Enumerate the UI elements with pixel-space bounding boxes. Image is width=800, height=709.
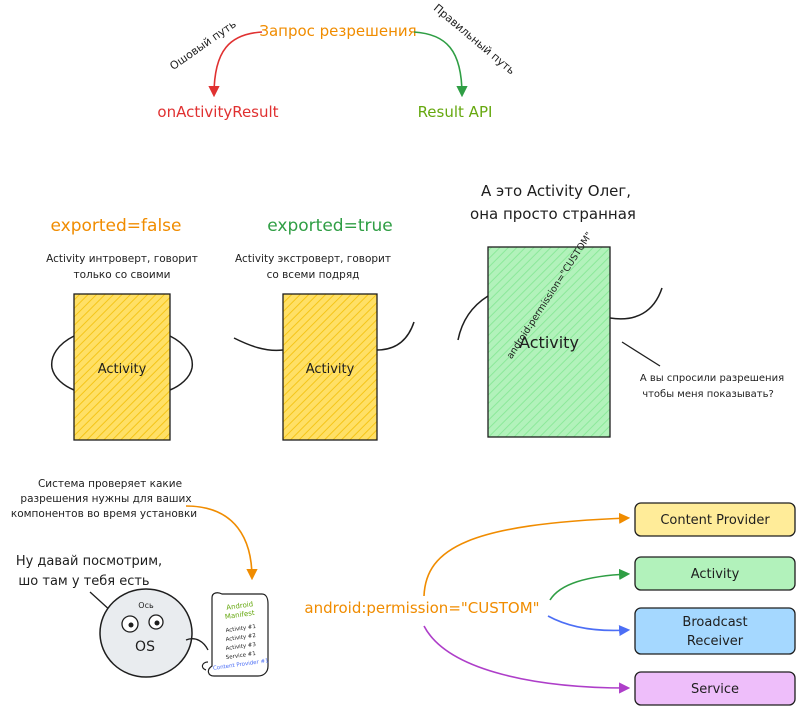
extrovert-caption-line2: со всеми подряд: [267, 269, 360, 281]
broadcast-receiver-box: [634, 607, 796, 655]
bottom-permission-label: android:permission="CUSTOM": [304, 599, 539, 617]
activity-component-box: [634, 556, 796, 591]
oleg-activity-box: [487, 246, 611, 438]
oleg-left-arm: [457, 295, 489, 341]
os-left-pupil: [128, 622, 134, 628]
introvert-activity-label: Activity: [98, 362, 147, 377]
wrong-path-arrow: [208, 31, 263, 98]
exported-false-title: exported=false: [50, 216, 181, 236]
introvert-caption-line2: только со своими: [73, 269, 170, 281]
extrovert-right-arm: [376, 321, 415, 351]
arrow-to-broadcast: [547, 615, 631, 637]
system-to-manifest-arrow: [185, 505, 258, 581]
exported-true-title: exported=true: [267, 216, 392, 236]
oleg-question-line2: чтобы меня показывать?: [642, 389, 774, 400]
system-text-line3: компонентов во время установки: [11, 508, 197, 520]
content-provider-label: Content Provider: [660, 513, 770, 528]
oleg-speech-line: [621, 341, 661, 367]
oleg-activity-label: Activity: [519, 333, 579, 352]
os-speech-line2: шо там у тебя есть: [18, 574, 149, 589]
oleg-question-line1: А вы спросили разрешения: [640, 373, 784, 384]
os-speech-line1: Ну давай посмотрим,: [16, 554, 162, 569]
extrovert-left-arm: [233, 337, 284, 352]
manifest-item: Activity #2: [225, 633, 256, 643]
extrovert-caption-line1: Activity экстроверт, говорит: [235, 253, 391, 265]
right-path-arrow: [413, 31, 468, 98]
right-path-label: Правильный путь: [431, 1, 518, 77]
service-box: [634, 671, 796, 706]
introvert-right-arm: [169, 335, 194, 391]
request-title: Запрос резрешения: [259, 22, 416, 40]
arrow-to-content-provider: [423, 512, 631, 597]
manifest-item: Service #1: [225, 651, 256, 661]
oleg-title-line1: А это Activity Олег,: [481, 182, 631, 200]
os-face: [99, 588, 193, 678]
introvert-left-arm: [50, 335, 75, 391]
oleg-right-arm: [609, 287, 663, 320]
content-provider-box: [634, 502, 796, 537]
broadcast-receiver-label-line2: Receiver: [687, 634, 744, 649]
arrow-to-activity: [549, 568, 631, 601]
os-hand: [185, 638, 209, 651]
arrow-to-service: [423, 625, 631, 694]
manifest-title-line1: Android: [226, 600, 254, 612]
os-right-pupil: [154, 620, 160, 626]
on-activity-result-label: onActivityResult: [157, 103, 278, 121]
result-api-label: Result API: [418, 103, 493, 121]
system-text-line2: разрешения нужны для ваших: [20, 493, 191, 505]
extrovert-activity-label: Activity: [306, 362, 355, 377]
broadcast-receiver-label-line1: Broadcast: [682, 615, 747, 630]
manifest-scroll-curl: [201, 661, 209, 671]
oleg-title-line2: она просто странная: [470, 205, 636, 223]
activity-component-label: Activity: [691, 567, 740, 582]
os-label: OS: [135, 639, 155, 655]
manifest-scroll: [207, 592, 269, 677]
system-text-line1: Система проверяет какие: [38, 478, 182, 490]
manifest-item: Activity #3: [225, 642, 256, 652]
introvert-activity-box: [73, 293, 171, 441]
introvert-caption-line1: Activity интроверт, говорит: [46, 253, 198, 265]
os-eyebrow-label: Ось: [138, 601, 154, 610]
manifest-item: Activity #1: [225, 624, 256, 634]
service-label: Service: [691, 682, 739, 697]
extrovert-activity-box: [282, 293, 378, 441]
